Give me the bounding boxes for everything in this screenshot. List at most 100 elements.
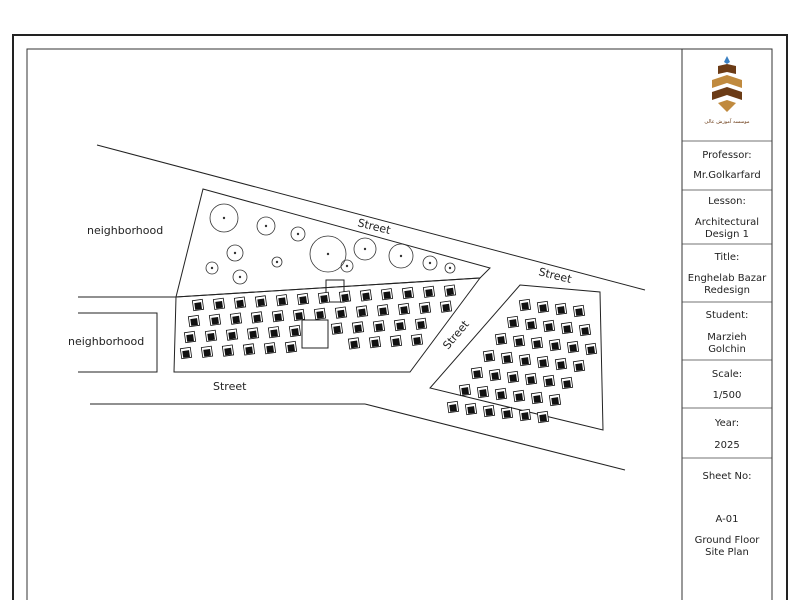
street-label-diagonal: Street [440,317,472,351]
shop-unit [494,332,508,346]
shop-unit [271,310,285,323]
courtyard-a2 [325,279,345,303]
neighborhood-block-west [78,312,158,373]
shop-unit [359,289,373,302]
shop-unit [393,318,407,332]
tree-center [428,261,432,265]
shop-unit [482,404,496,418]
tree-center [399,254,403,258]
tree-center [296,232,300,236]
shop-unit [338,290,352,303]
professor-value: Mr.Golkarfard [693,170,760,181]
shop-unit [482,349,496,363]
shop-unit [221,344,235,357]
bazaar-block-a [173,277,482,373]
shop-unit [494,387,508,401]
shop-unit [376,304,390,317]
shop-unit [263,342,277,355]
shop-unit [250,311,264,324]
shop-unit [410,333,424,346]
title-value-line2: Redesign [704,285,750,296]
shop-unit [288,324,302,338]
shop-unit [179,346,193,360]
shop-unit [470,366,484,380]
shop-unit [530,336,544,350]
logo-caption: موسسه آموزش عالی [704,118,749,125]
shop-unit [422,285,436,298]
lesson-value-line1: Architectural [695,217,759,228]
shop-units [179,284,598,424]
shop-unit [233,296,247,309]
student-value-line1: Marzieh [707,332,746,343]
shop-unit [368,336,382,349]
shop-unit [458,383,472,397]
tree [290,226,306,242]
shop-unit [187,314,201,328]
student-label: Student: [706,310,749,321]
park-trees [205,203,456,285]
shop-unit [476,385,490,399]
tree-center [345,264,349,268]
shop-unit [401,286,415,300]
tree [340,259,354,273]
shop-unit [536,355,550,369]
shop-unit [464,402,478,416]
bazaar-block-b [429,284,604,431]
tree [232,269,248,285]
shop-unit [572,359,586,373]
shop-unit [439,300,453,313]
shop-unit [372,320,386,333]
tree-center [448,266,452,270]
shop-unit [536,300,550,314]
shop-unit [242,343,256,356]
street-edge-north [96,144,646,291]
shop-unit [347,337,361,350]
shop-unit [512,389,526,403]
tree-center [264,224,268,228]
shop-unit [584,342,598,356]
shop-unit [542,374,556,388]
shop-unit [518,353,532,367]
shop-unit [380,288,394,301]
shop-unit [267,326,281,339]
shop-unit [524,372,538,386]
scale-label: Scale: [712,369,742,380]
shop-unit [506,315,520,329]
shop-unit [212,297,226,310]
shop-unit [275,294,289,307]
student-value-line2: Golchin [708,344,746,355]
shop-unit [512,334,526,348]
shop-unit [488,368,502,382]
shop-unit [418,301,432,314]
shop-unit [191,298,205,312]
shop-unit [554,302,568,316]
scale-value: 1/500 [713,390,742,401]
shop-unit [204,329,218,342]
neighborhood-label-west: neighborhood [68,335,144,348]
shop-unit [351,321,365,334]
lesson-label: Lesson: [708,196,746,207]
year-value: 2025 [714,440,739,451]
shop-unit [208,313,222,326]
sheet-desc-line2: Site Plan [705,547,749,558]
shop-unit [560,321,574,335]
title-value-line1: Enghelab Bazar [688,273,767,284]
shop-unit [246,327,260,340]
shop-unit [548,393,562,407]
shop-unit [446,400,460,414]
street-label-south: Street [213,380,247,393]
title-block-frame [681,48,773,600]
tree [353,237,377,261]
sheet-label: Sheet No: [702,471,751,482]
tree-center [363,247,367,251]
sheet-value: A-01 [716,514,739,525]
shop-unit [548,338,562,352]
shop-unit [500,406,514,420]
tree [226,244,244,262]
tree [256,216,276,236]
shop-unit [530,391,544,405]
shop-unit [292,308,306,322]
tree-center [275,260,279,264]
shop-unit [397,302,411,316]
